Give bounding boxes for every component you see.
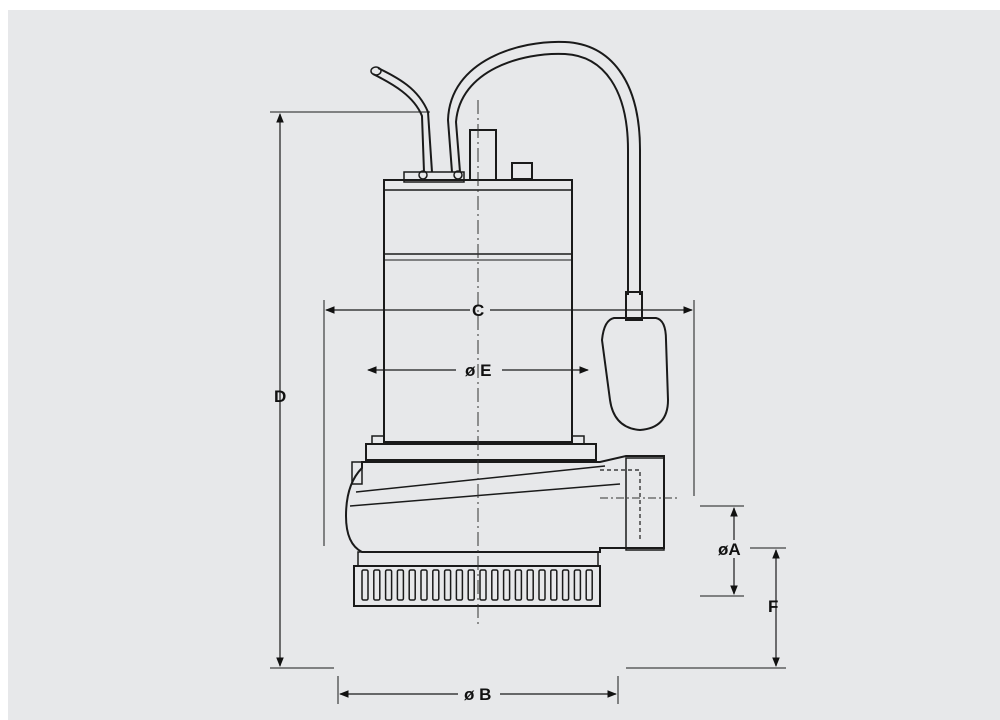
strainer-slot bbox=[585, 569, 593, 601]
dimension-f bbox=[626, 547, 786, 669]
label-c: C bbox=[472, 301, 484, 320]
strainer-slot bbox=[455, 569, 464, 601]
label-a: øA bbox=[718, 540, 741, 559]
label-d: D bbox=[274, 387, 286, 406]
strainer-slot bbox=[479, 569, 487, 601]
top-outlet bbox=[469, 129, 533, 181]
strainer-slot bbox=[573, 569, 582, 601]
pump-body bbox=[344, 443, 665, 553]
label-b: ø B bbox=[464, 685, 491, 704]
strainer-slot bbox=[432, 569, 440, 601]
strainer-slot bbox=[408, 569, 416, 601]
dimension-b bbox=[337, 676, 619, 704]
strainer-slot bbox=[467, 569, 475, 601]
label-f: F bbox=[768, 597, 778, 616]
strainer-slot bbox=[420, 569, 428, 601]
strainer-slot bbox=[373, 569, 381, 601]
strainer-slot bbox=[514, 569, 523, 601]
strainer-slot bbox=[561, 569, 570, 601]
drawing-background bbox=[8, 10, 1000, 720]
strainer-slot bbox=[538, 569, 546, 601]
strainer-slot bbox=[361, 569, 369, 601]
dimension-a bbox=[700, 505, 744, 597]
strainer-slot bbox=[396, 569, 405, 601]
power-cable bbox=[370, 66, 433, 173]
float-switch bbox=[600, 291, 670, 432]
label-e: ø E bbox=[465, 361, 491, 380]
dimension-d bbox=[270, 111, 430, 669]
strainer-slot bbox=[443, 569, 452, 601]
dimension-c bbox=[323, 300, 695, 546]
strainer-slot bbox=[384, 569, 393, 601]
float-cable bbox=[446, 40, 641, 295]
strainer-base bbox=[353, 551, 601, 607]
strainer-slot bbox=[491, 569, 499, 601]
strainer-slot bbox=[502, 569, 511, 601]
strainer-slot bbox=[550, 569, 558, 601]
strainer-slot bbox=[526, 569, 534, 601]
